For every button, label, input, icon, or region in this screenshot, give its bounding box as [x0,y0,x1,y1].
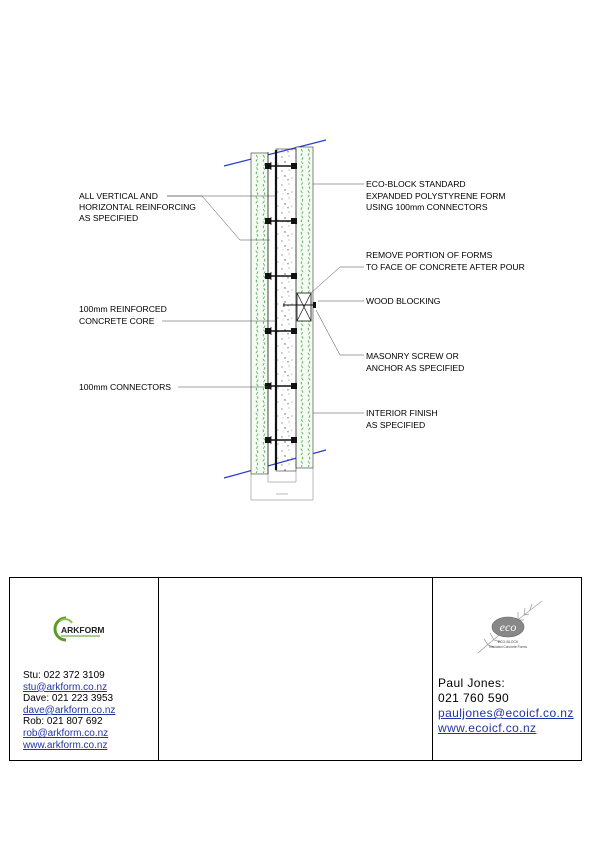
eco-contact-phone: 021 760 590 [438,691,510,705]
concrete-core [275,148,297,472]
arkform-logo-text: ARKFORM [61,625,104,635]
dimension [250,468,314,501]
connector [265,217,297,225]
eco-contact-name: Paul Jones: [438,676,506,690]
label-finish-2: AS SPECIFIED [366,420,425,430]
arkform-logo: ARKFORM [53,616,104,642]
label-remove-2: TO FACE OF CONCRETE AFTER POUR [366,262,525,272]
eco-website-link[interactable]: www.ecoicf.co.nz [438,721,537,735]
label-reinforcing-2: HORIZONTAL REINFORCING [79,202,196,212]
arkform-website-link[interactable]: www.arkform.co.nz [23,739,108,751]
eco-block-logo: eco ECO-BLOCK Insulated Concrete Forms [477,600,543,654]
eco-logo-text: eco [500,620,517,634]
label-connectors: 100mm CONNECTORS [79,382,171,392]
connector [265,436,297,444]
contact-dave-email[interactable]: dave@arkform.co.nz [23,704,116,716]
title-block-middle [158,577,433,761]
contact-rob-phone: Rob: 021 807 692 [23,716,103,728]
arkform-contact-list: Stu: 022 372 3109 stu@arkform.co.nz Dave… [23,670,115,751]
connector [265,382,297,390]
contact-stu-email[interactable]: stu@arkform.co.nz [23,681,108,693]
connector [265,327,297,335]
outer-foam-layer [250,152,269,475]
label-screw-1: MASONRY SCREW OR [366,351,459,361]
label-core-1: 100mm REINFORCED [79,304,167,314]
contact-rob-email[interactable]: rob@arkform.co.nz [23,727,109,739]
label-finish-1: INTERIOR FINISH [366,408,438,418]
leader-lines [162,183,364,414]
eco-contact: Paul Jones: 021 760 590 pauljones@ecoicf… [438,676,574,736]
eco-logo-sub1: ECO-BLOCK [498,640,519,644]
eco-contact-email[interactable]: pauljones@ecoicf.co.nz [438,706,574,720]
foam-hatch-line [262,154,266,474]
contact-stu-phone: Stu: 022 372 3109 [23,670,105,681]
label-core-2: CONCRETE CORE [79,316,155,326]
foam-hatch-line [255,154,259,474]
label-blocking: WOOD BLOCKING [366,296,441,306]
wood-blocking [296,292,312,322]
eco-panel [432,577,582,761]
label-form-2: EXPANDED POLYSTYRENE FORM [366,191,506,201]
label-screw-2: ANCHOR AS SPECIFIED [366,363,464,373]
eco-logo-sub2: Insulated Concrete Forms [489,645,527,649]
label-remove-1: REMOVE PORTION OF FORMS [366,250,493,260]
label-form-1: ECO-BLOCK STANDARD [366,179,466,189]
arkform-panel [9,577,159,761]
contact-dave-phone: Dave: 021 223 3953 [23,693,114,705]
connectors [265,162,297,444]
label-form-3: USING 100mm CONNECTORS [366,202,488,212]
masonry-screw [283,302,316,308]
connector [265,272,297,280]
label-reinforcing-1: ALL VERTICAL AND [79,191,158,201]
connector [265,162,297,170]
label-reinforcing-3: AS SPECIFIED [79,213,138,223]
